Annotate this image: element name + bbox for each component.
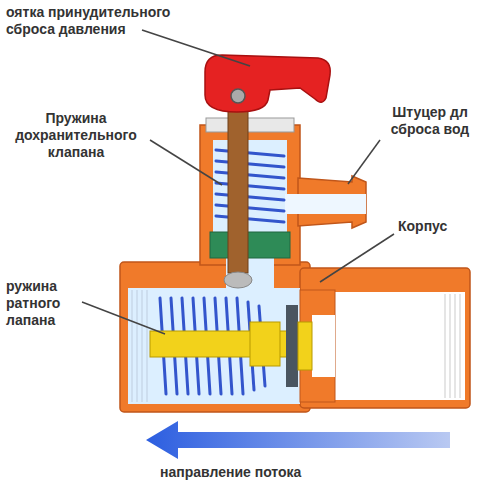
- spring-coil: [216, 161, 284, 167]
- safety-cavity: [213, 140, 287, 238]
- part-label: оятка принудительного сброса давления: [6, 4, 196, 38]
- thread-line: [449, 294, 451, 398]
- body-left: [120, 262, 310, 412]
- outlet-bore: [335, 292, 465, 400]
- release-stem: [228, 95, 248, 273]
- flow-label: направление потока: [160, 464, 380, 481]
- body-right: [300, 268, 470, 408]
- thread-line: [141, 290, 143, 402]
- thread-line: [454, 294, 456, 398]
- leader-line: [82, 302, 165, 334]
- leader-line: [348, 140, 380, 184]
- part-label: Пружина дохранительного клапана: [8, 110, 144, 161]
- leader-line: [142, 30, 250, 66]
- thread-line: [444, 294, 446, 398]
- seat-opening: [312, 315, 335, 377]
- outlet-thread: [445, 294, 460, 398]
- flow-arrow: [146, 421, 450, 459]
- leader-line: [320, 234, 394, 282]
- stem-guide: [250, 322, 280, 366]
- leader-line: [150, 140, 222, 185]
- thread-line: [459, 294, 461, 398]
- release-handle: [205, 55, 330, 112]
- handle-pivot: [231, 89, 245, 103]
- part-label: Штуцер дл сброса вод: [382, 104, 478, 138]
- spring-coil: [216, 150, 284, 156]
- inlet-bore: [128, 288, 300, 404]
- valve-disk: [286, 305, 298, 387]
- leader-lines: [82, 30, 394, 334]
- part-label: Корпус: [398, 218, 478, 235]
- safety-spring: [216, 150, 284, 222]
- inlet-thread: [132, 290, 147, 402]
- nozzle-bore: [285, 194, 366, 214]
- spring-coil: [216, 216, 284, 222]
- thread-line: [131, 290, 133, 402]
- cap-washer: [206, 118, 294, 132]
- spring-coil: [216, 194, 284, 200]
- valve-seal: [210, 232, 290, 258]
- thread-line: [146, 290, 148, 402]
- stem-tip: [224, 272, 252, 288]
- thread-line: [136, 290, 138, 402]
- spring-coil: [216, 172, 284, 178]
- disk-cap: [298, 322, 312, 370]
- spring-coil: [216, 183, 284, 189]
- spring-coil: [216, 205, 284, 211]
- part-label: ружина ратного лапана: [6, 278, 78, 329]
